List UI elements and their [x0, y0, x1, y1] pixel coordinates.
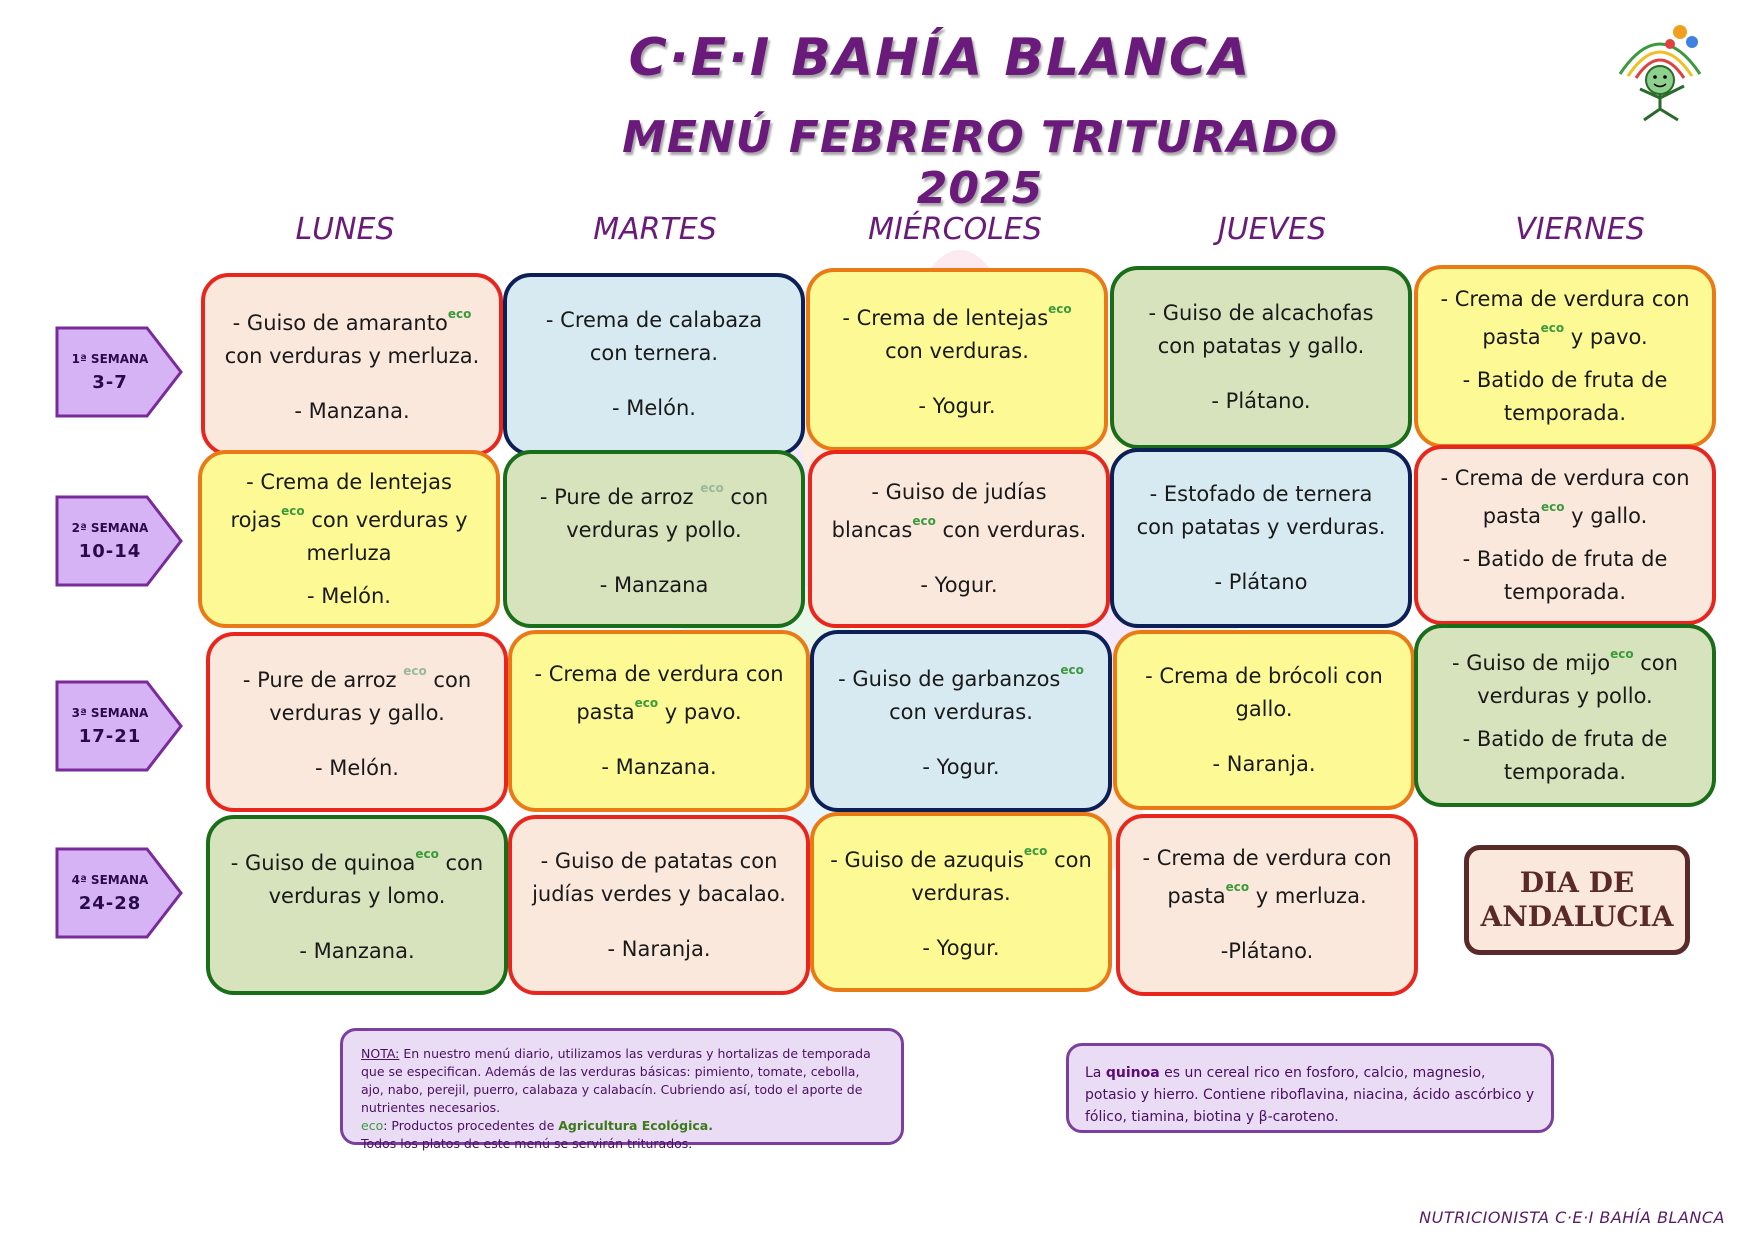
- menu-cell-w4-miercoles: - Guiso de azuquiseco con verduras. - Yo…: [810, 812, 1112, 992]
- menu-cell-w4-lunes: - Guiso de quinoaeco con verduras y lomo…: [206, 815, 508, 995]
- day-header-lunes: LUNES: [295, 212, 395, 247]
- menu-cell-w2-lunes: - Crema de lentejas rojaseco con verdura…: [198, 450, 500, 628]
- page-subtitle: MENÚ FEBRERO TRITURADO 2025: [622, 112, 1338, 214]
- menu-cell-w3-martes: - Crema de verdura con pastaeco y pavo. …: [508, 630, 810, 812]
- page-title: C·E·I BAHÍA BLANCA: [628, 28, 1252, 88]
- menu-cell-w1-viernes: - Crema de verdura con pastaeco y pavo. …: [1414, 265, 1716, 448]
- menu-cell-w1-lunes: - Guiso de amarantoeco con verduras y me…: [201, 273, 503, 456]
- menu-cell-w2-viernes: - Crema de verdura con pastaeco y gallo.…: [1414, 445, 1716, 625]
- school-logo: [1618, 25, 1702, 122]
- menu-cell-w4-jueves: - Crema de verdura con pastaeco y merluz…: [1116, 814, 1418, 996]
- menu-cell-w2-miercoles: - Guiso de judías blancaseco con verdura…: [808, 450, 1110, 628]
- menu-cell-w3-miercoles: - Guiso de garbanzoseco con verduras. - …: [810, 630, 1112, 812]
- menu-cell-w3-lunes: - Pure de arroz eco con verduras y gallo…: [206, 632, 508, 812]
- day-header-miercoles: MIÉRCOLES: [868, 212, 1042, 247]
- quinoa-note-box: La quinoa es un cereal rico en fosforo, …: [1066, 1043, 1554, 1133]
- nota-box: NOTA: En nuestro menú diario, utilizamos…: [340, 1028, 904, 1151]
- menu-cell-w2-martes: - Pure de arroz eco con verduras y pollo…: [503, 450, 805, 628]
- day-header-jueves: JUEVES: [1217, 212, 1327, 247]
- day-header-viernes: VIERNES: [1515, 212, 1645, 247]
- menu-cell-w1-miercoles: - Crema de lentejaseco con verduras. - Y…: [806, 268, 1108, 451]
- holiday-box: DIA DE ANDALUCIA: [1464, 845, 1690, 955]
- menu-cell-w3-viernes: - Guiso de mijoeco con verduras y pollo.…: [1414, 624, 1716, 807]
- footer-credit: NUTRICIONISTA C·E·I BAHÍA BLANCA: [1419, 1208, 1725, 1227]
- day-header-martes: MARTES: [593, 212, 717, 247]
- nota-label: NOTA:: [361, 1046, 400, 1061]
